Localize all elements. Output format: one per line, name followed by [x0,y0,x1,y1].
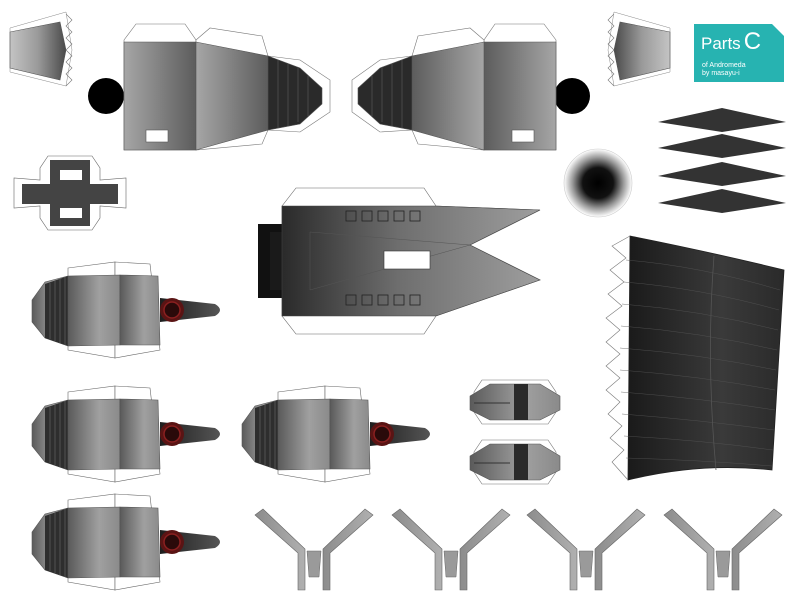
thruster-1 [31,261,221,359]
badge-subtitle-2: by masayu-i [702,70,740,77]
lens-disc [563,148,633,218]
nose-cone-left [9,11,73,87]
nose-cone-right [607,11,671,87]
y-strut-3 [526,508,646,591]
cross-bracket [13,155,127,231]
spool-top [469,379,561,425]
thruster-4 [31,493,221,591]
blade-fins [658,108,786,213]
y-strut-2 [391,508,511,591]
engine-pod-right [351,23,557,151]
y-strut-4 [663,508,783,591]
thruster-2 [31,385,221,483]
disc-right [554,78,590,114]
curved-skirt [605,235,785,481]
main-hull [258,187,541,335]
disc-left [88,78,124,114]
spool-bottom [469,439,561,485]
engine-pod-left [123,23,331,151]
thruster-3 [241,385,431,483]
y-strut-1 [254,508,374,591]
badge-subtitle-1: of Andromeda [702,62,746,69]
badge-title-word: Parts [701,34,741,53]
badge-title-letter: C [743,28,762,55]
